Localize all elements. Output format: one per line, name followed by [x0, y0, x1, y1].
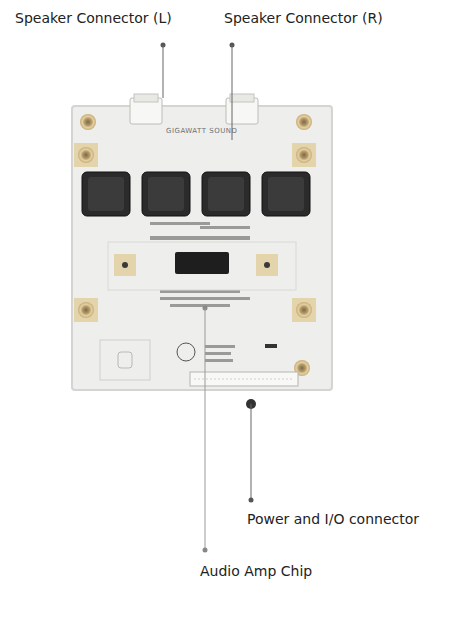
- gold-pad: [114, 254, 136, 276]
- mounting-hole: [80, 114, 96, 130]
- via: [264, 262, 270, 268]
- mounting-hole: [296, 114, 312, 130]
- callout-label: Power and I/O connector: [247, 510, 419, 528]
- connector-latch: [134, 94, 158, 102]
- callout-label: Speaker Connector (L): [15, 9, 172, 27]
- amp-chip: [175, 252, 229, 274]
- connector-pins: [194, 379, 294, 380]
- leader-lines: [161, 43, 257, 553]
- gold-pad: [74, 298, 98, 322]
- gold-pad: [292, 298, 316, 322]
- smd-component: [265, 344, 277, 348]
- silkscreen-outline: [118, 352, 132, 368]
- mounting-hole: [78, 302, 94, 318]
- callout-label: Speaker Connector (R): [224, 9, 383, 27]
- mounting-hole: [296, 147, 312, 163]
- logo: [177, 343, 195, 361]
- mounting-hole: [78, 147, 94, 163]
- power-io-connector: [190, 372, 298, 386]
- callout-label: Audio Amp Chip: [200, 562, 312, 580]
- silkscreen-text: [205, 345, 235, 348]
- silkscreen-text: [205, 352, 231, 355]
- connector-latch: [230, 94, 254, 102]
- mounting-hole: [296, 302, 312, 318]
- silkscreen-outline: [100, 340, 150, 380]
- silkscreen-text: GIGAWATT SOUND: [166, 127, 237, 136]
- gold-pad: [74, 143, 98, 167]
- silkscreen-text: [205, 359, 233, 362]
- pcb-board: [72, 106, 332, 390]
- inductors: [82, 172, 310, 216]
- via: [122, 262, 128, 268]
- smd-components: [150, 222, 250, 307]
- gold-pad: [292, 143, 316, 167]
- gold-pad: [256, 254, 278, 276]
- silkscreen-outline: [108, 242, 296, 290]
